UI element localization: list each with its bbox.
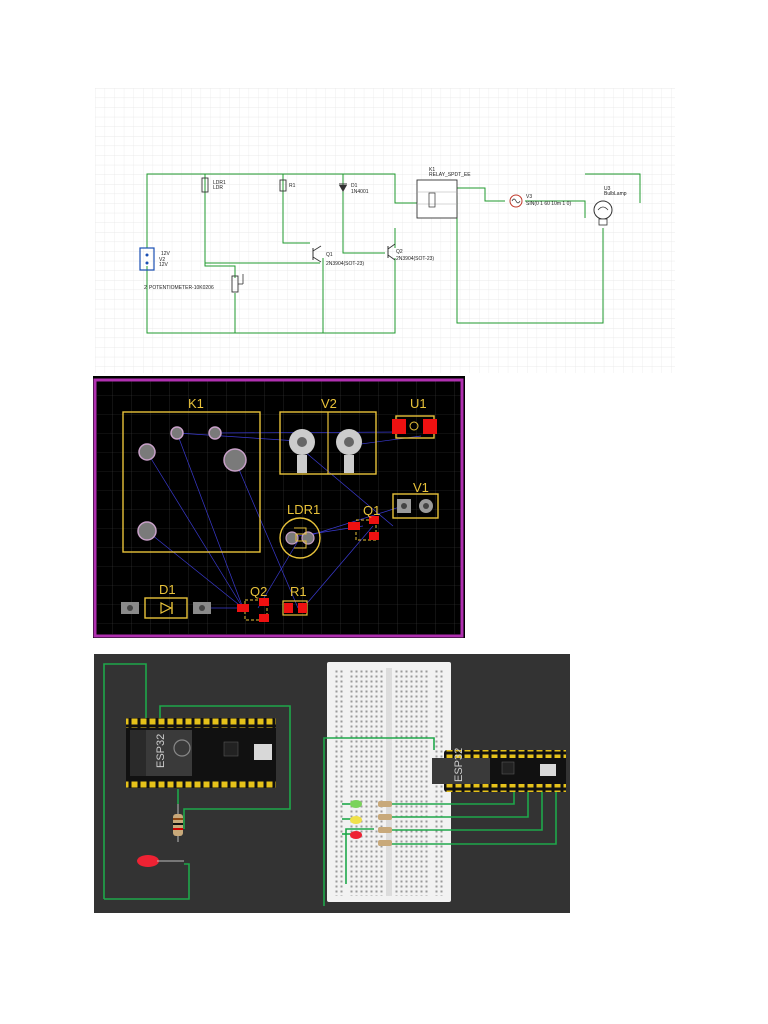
resistor-r1-symbol <box>279 179 287 192</box>
lamp-u3-symbol <box>593 200 613 226</box>
d1-label: D1 <box>351 183 358 189</box>
ldr1-footprint <box>279 517 321 559</box>
schematic-canvas: V2 12V 12V LDR1 LDR R1 D1 1N4001 2 POTEN… <box>95 88 675 373</box>
schematic-wires <box>146 173 641 334</box>
u3-label: U3 <box>604 186 611 192</box>
ratsnest-lines <box>146 431 422 609</box>
led-green <box>350 800 362 808</box>
v1-designator: V1 <box>413 480 429 495</box>
transistor-q2-footprint <box>237 598 269 622</box>
pot-label: POTENTIOMETER-10K0206 <box>149 285 214 291</box>
esp32-right-label: ESP32 <box>453 748 465 782</box>
schematic-panel: V2 12V 12V LDR1 LDR R1 D1 1N4001 2 POTEN… <box>95 88 675 373</box>
ldr-symbol <box>201 177 209 193</box>
v2-designator: V2 <box>321 396 337 411</box>
transistor-q1-footprint <box>348 516 379 541</box>
v2-top-value: 12V <box>161 251 171 257</box>
resistor-left <box>173 804 183 842</box>
q2-part: 2N3904(SOT-23) <box>396 256 434 262</box>
k1-label: K1 <box>429 167 435 173</box>
breadboard-panel: ESP32 ESP32 <box>94 654 570 913</box>
v2-value: 12V <box>159 262 169 268</box>
ldr-label: LDR1 <box>213 180 226 186</box>
relay-k1-symbol <box>416 179 458 219</box>
led-red <box>350 831 362 839</box>
transistor-q1-symbol <box>312 245 322 263</box>
u1-designator: U1 <box>410 396 427 411</box>
diode-d1-symbol <box>339 183 347 192</box>
r1-label: R1 <box>289 183 296 189</box>
esp32-left-board <box>126 718 276 789</box>
pot-prefix: 2 <box>144 285 147 291</box>
breadboard-wires <box>103 663 557 906</box>
connector-v2-footprint <box>279 411 377 475</box>
q1-label: Q1 <box>326 252 333 258</box>
led-red-left <box>137 855 184 867</box>
ldr1-designator: LDR1 <box>287 502 320 517</box>
d1-part: 1N4001 <box>351 189 369 195</box>
relay-k1-footprint <box>122 411 261 553</box>
transistor-q2-symbol <box>387 243 396 261</box>
q2-designator: Q2 <box>250 584 267 599</box>
connector-v1-footprint <box>392 493 439 519</box>
pcb-canvas: K1 V2 U1 V1 <box>93 376 465 638</box>
breadboard-resistors <box>378 801 392 846</box>
k1-designator: K1 <box>188 396 204 411</box>
battery-v2-symbol <box>139 247 155 271</box>
u3-part: BulbLamp <box>604 191 627 197</box>
potentiometer-symbol <box>231 274 244 293</box>
v2-label: V2 <box>159 257 165 263</box>
ac-source-v3-symbol <box>509 194 523 208</box>
esp32-right-board <box>432 750 566 792</box>
k1-part: RELAY_SPDT_EE <box>429 172 471 178</box>
led-yellow <box>350 816 362 824</box>
r1-designator: R1 <box>290 584 307 599</box>
diode-d1-footprint <box>121 597 211 619</box>
v3-value: SIN(0 1 60 10m 1 0) <box>526 201 571 207</box>
breadboard-canvas: ESP32 ESP32 <box>94 654 570 913</box>
v3-label: V3 <box>526 194 532 200</box>
d1-designator: D1 <box>159 582 176 597</box>
q1-part: 2N3904(SOT-23) <box>326 261 364 267</box>
q2-label: Q2 <box>396 249 403 255</box>
lamp-u1-footprint <box>392 415 437 439</box>
pcb-panel: K1 V2 U1 V1 <box>93 376 465 638</box>
ldr-sublabel: LDR <box>213 185 223 191</box>
q1-designator: Q1 <box>363 503 380 518</box>
resistor-r1-footprint <box>282 600 308 616</box>
esp32-left-label: ESP32 <box>155 734 167 768</box>
